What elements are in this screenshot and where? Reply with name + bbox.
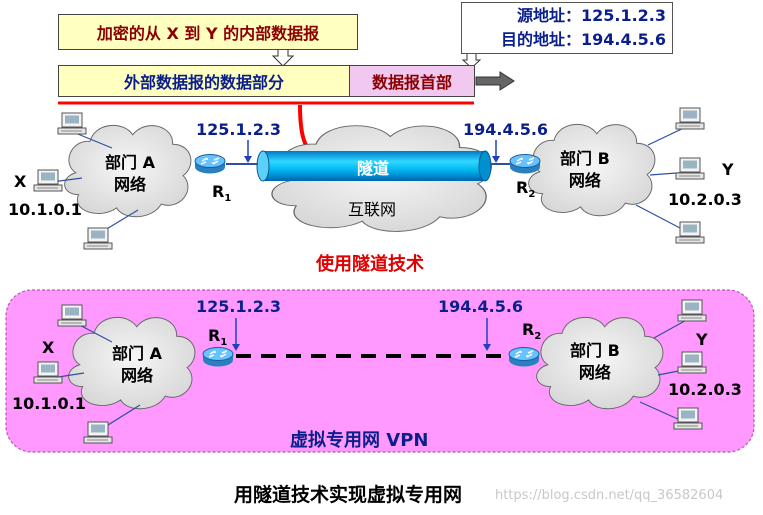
watermark: https://blog.csdn.net/qq_36582604: [495, 488, 724, 503]
host-x-label-bottom: X: [42, 338, 55, 357]
figure-title: 用隧道技术实现虚拟专用网: [234, 484, 463, 506]
host-y-ip-top: 10.2.0.3: [668, 190, 742, 209]
destination-address-row: 目的地址：194.4.5.6: [501, 28, 666, 52]
host-x-label-top: X: [14, 172, 27, 191]
datagram-header-address-box: 源地址：125.1.2.3 目的地址：194.4.5.6: [461, 2, 673, 54]
r1-ip-top: 125.1.2.3: [196, 120, 282, 139]
r1-label-bottom-letter: R: [208, 326, 221, 345]
top-caption: 使用隧道技术: [316, 254, 424, 275]
r1-label-bottom: R1: [208, 326, 227, 348]
outer-datagram-data-box: 外部数据报的数据部分: [58, 65, 350, 97]
host-y-label-bottom: Y: [696, 330, 708, 349]
dept-a-label-bottom: 部门 A 网络: [112, 343, 162, 387]
dept-a-line1-bottom: 部门 A: [112, 344, 162, 363]
source-address-row: 源地址：125.1.2.3: [517, 4, 666, 28]
r2-ip-top: 194.4.5.6: [463, 120, 549, 139]
dept-a-line2-top: 网络: [113, 175, 146, 194]
dept-b-line1-bottom: 部门 B: [570, 341, 620, 360]
outer-datagram-header-box: 数据报首部: [349, 65, 475, 97]
dept-a-label-top: 部门 A 网络: [105, 152, 155, 196]
host-x-ip-top: 10.1.0.1: [8, 200, 82, 219]
dept-b-label-top: 部门 B 网络: [560, 148, 610, 192]
r2-label-bottom: R2: [522, 320, 541, 342]
r2-label-bottom-sub: 2: [534, 331, 542, 343]
dept-a-line2-bottom: 网络: [120, 366, 153, 385]
internet-label: 互联网: [348, 200, 397, 219]
dept-b-line2-top: 网络: [568, 171, 601, 190]
r1-label-bottom-sub: 1: [220, 337, 228, 349]
r2-label-bottom-letter: R: [522, 320, 535, 339]
destination-address-value: 194.4.5.6: [580, 30, 666, 49]
dept-b-label-bottom: 部门 B 网络: [570, 340, 620, 384]
r1-label-top-letter: R: [212, 182, 225, 201]
vpn-caption: 虚拟专用网 VPN: [290, 430, 429, 451]
dept-a-line1-top: 部门 A: [105, 153, 155, 172]
r2-label-top-sub: 2: [528, 189, 536, 201]
source-address-value: 125.1.2.3: [580, 6, 666, 25]
source-address-label: 源地址：: [516, 6, 581, 25]
tunnel-label: 隧道: [357, 159, 390, 178]
r1-label-top: R1: [212, 182, 231, 204]
r1-ip-bottom: 125.1.2.3: [196, 297, 282, 316]
destination-address-label: 目的地址：: [500, 30, 581, 49]
dept-b-line2-bottom: 网络: [578, 363, 611, 382]
encrypted-inner-datagram-box: 加密的从 X 到 Y 的内部数据报: [58, 14, 358, 50]
outer-datagram-header-label: 数据报首部: [371, 73, 452, 92]
host-x-ip-bottom: 10.1.0.1: [12, 394, 86, 413]
outer-datagram-data-label: 外部数据报的数据部分: [123, 73, 284, 92]
host-y-label-top: Y: [722, 160, 734, 179]
r2-ip-bottom: 194.4.5.6: [438, 297, 524, 316]
host-y-ip-bottom: 10.2.0.3: [668, 380, 742, 399]
r1-label-top-sub: 1: [224, 193, 232, 205]
r2-label-top: R2: [516, 178, 535, 200]
dept-b-line1-top: 部门 B: [560, 149, 610, 168]
encrypted-inner-datagram-label: 加密的从 X 到 Y 的内部数据报: [96, 24, 320, 43]
r2-label-top-letter: R: [516, 178, 529, 197]
